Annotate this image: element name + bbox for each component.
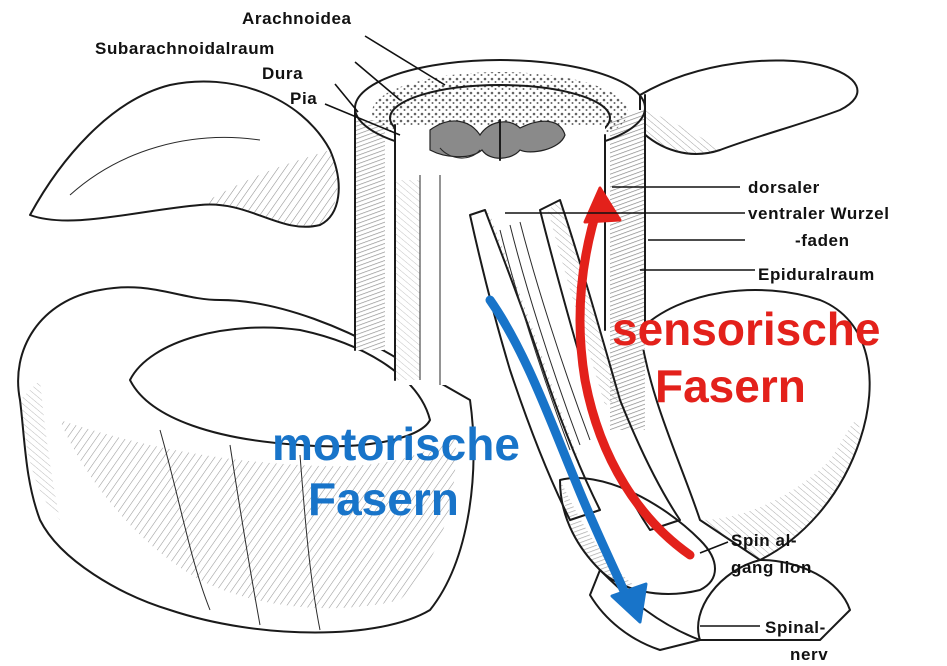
annotation-motor-line1: motorische [272, 418, 520, 470]
label-spinalganglion-line1: Spin al- [731, 531, 797, 550]
label-spinalnerv-line1: Spinal- [765, 618, 826, 637]
label-epiduralraum: Epiduralraum [758, 265, 875, 284]
label-dura: Dura [262, 64, 303, 83]
label-dorsaler: dorsaler [748, 178, 820, 197]
label-spinalnerv-line2: nerv [790, 645, 828, 664]
label-spinalganglion-line2: gang lion [731, 558, 812, 577]
label-ventraler-wurzel: ventraler Wurzel [748, 204, 890, 223]
label-arachnoidea: Arachnoidea [242, 9, 352, 28]
annotation-sensory-line2: Fasern [655, 360, 806, 412]
label-faden: -faden [795, 231, 850, 250]
upper-vertebral-process-right [640, 60, 857, 153]
label-pia: Pia [290, 89, 317, 108]
annotation-sensory-line1: sensorische [612, 303, 880, 355]
label-subarachnoidalraum: Subarachnoidalraum [95, 39, 275, 58]
annotation-motor-line2: Fasern [308, 473, 459, 525]
